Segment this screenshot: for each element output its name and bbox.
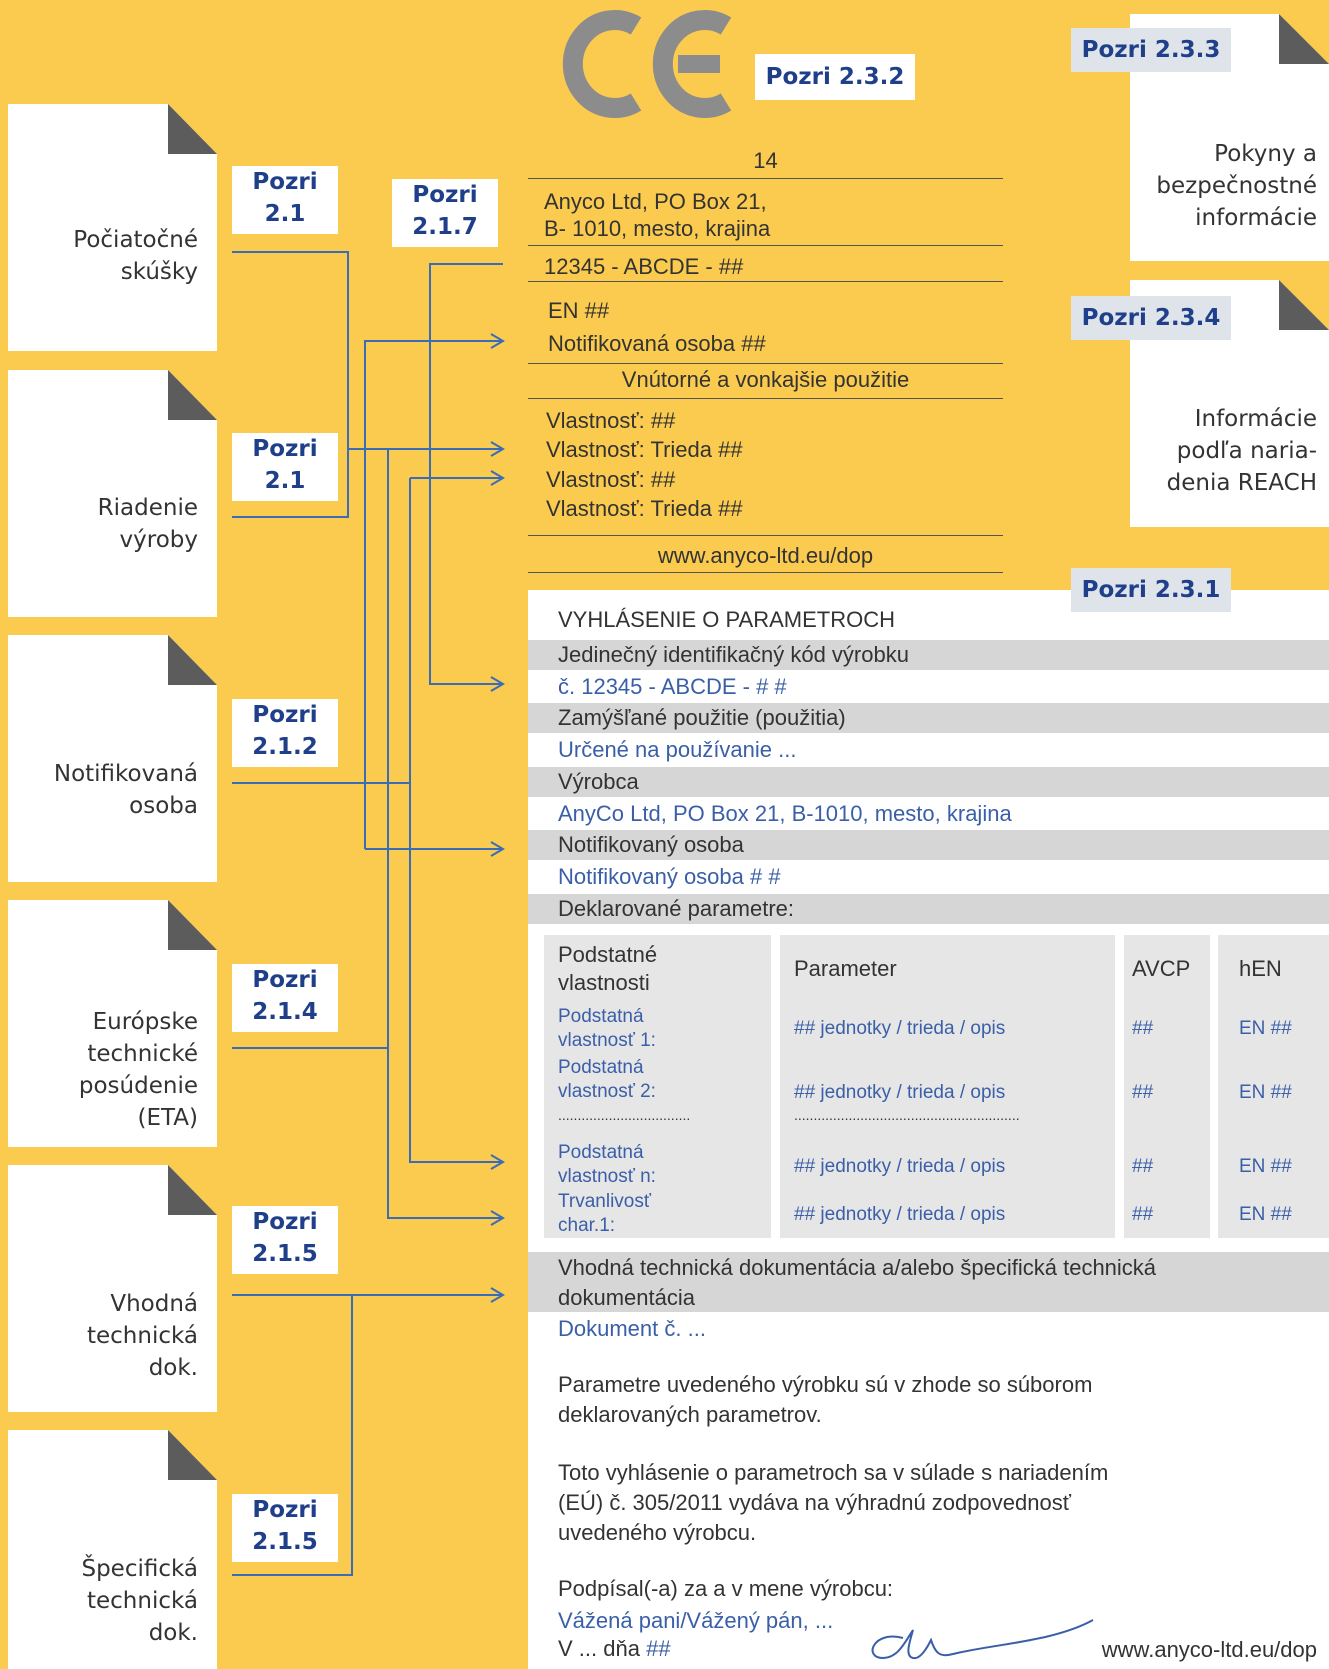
tag-2-1-5-b: Pozri 2.1.5 [232, 1494, 338, 1562]
tag-2-3-2: Pozri 2.3.2 [755, 54, 915, 100]
tag-2-1-4: Pozri 2.1.4 [232, 964, 338, 1032]
dop-signer: Vážená pani/Vážený pán, ... [558, 1608, 834, 1633]
divider [528, 572, 1003, 573]
row2-param: ## jednotky / trieda / opis [794, 1082, 1006, 1103]
dop-sec-declared: Deklarované parametre: [558, 896, 795, 921]
divider [528, 178, 1003, 179]
divider [528, 398, 1003, 399]
doc-label-eta: Európske technické posúdenie (ETA) [78, 1009, 198, 1131]
row2-hen: EN ## [1239, 1082, 1292, 1103]
dop-val-manufacturer: AnyCo Ltd, PO Box 21, B-1010, mesto, kra… [558, 801, 1012, 826]
doc-label-initial-tests: Počiatočné skúšky [73, 227, 198, 285]
tag-2-1-2: Pozri 2.1.2 [232, 699, 338, 767]
dop-sec-notified: Notifikovaný osoba [558, 832, 744, 857]
row4-char: Trvanlivosť char.1: [558, 1191, 651, 1236]
tag-2-3-4: Pozri 2.3.4 [1071, 296, 1231, 340]
section-band [528, 894, 1329, 924]
row1-hen: EN ## [1239, 1018, 1292, 1039]
ce-notified-body: Notifikovaná osoba ## [548, 331, 766, 356]
row2-char: Podstatná vlastnosť 2: [558, 1057, 656, 1102]
card-label-safety-info: Pokyny a bezpečnostné informácie [1156, 141, 1317, 231]
doc-label-production-control: Riadenie výroby [97, 495, 198, 553]
row1-char: Podstatná vlastnosť 1: [558, 1006, 656, 1051]
doc-label-specific-tech: Špecifická technická dok. [81, 1556, 198, 1646]
ce-product-code: 12345 - ABCDE - ## [544, 254, 744, 279]
ce-property-4: Vlastnosť: Trieda ## [546, 496, 743, 521]
divider [528, 245, 1003, 246]
th-parameter: Parameter [794, 956, 897, 981]
tag-2-3-1: Pozri 2.3.1 [1071, 568, 1231, 612]
doc-label-appropriate-tech: Vhodná technická dok. [86, 1291, 198, 1381]
ce-property-1: Vlastnosť: ## [546, 408, 676, 433]
th-hen: hEN [1239, 956, 1282, 981]
row1-param: ## jednotky / trieda / opis [794, 1018, 1006, 1039]
place-prefix: V ... dňa [558, 1636, 640, 1661]
card-label-reach-info: Informácie podľa naria- denia REACH [1166, 406, 1317, 496]
ce-address-line2: B- 1010, mesto, krajina [544, 216, 771, 241]
tag-2-1-b: Pozri 2.1 [232, 433, 338, 501]
row3-param: ## jednotky / trieda / opis [794, 1156, 1006, 1177]
ce-mark-logo [562, 10, 732, 118]
section-band [528, 640, 1329, 670]
row4-hen: EN ## [1239, 1204, 1292, 1225]
place-date: ## [646, 1636, 671, 1661]
dop-title: VYHLÁSENIE O PARAMETROCH [558, 607, 895, 632]
ce-property-3: Vlastnosť: ## [546, 467, 676, 492]
dop-sec-use: Zamýšľané použitie (použitia) [558, 705, 846, 730]
row3-avcp: ## [1132, 1156, 1154, 1177]
dop-para2: Toto vyhlásenie o parametroch sa v súlad… [558, 1460, 1109, 1545]
section-band [528, 703, 1329, 733]
dots-param: ........................................… [794, 1107, 1020, 1123]
dop-place: V ... dňa ## [558, 1635, 671, 1663]
row4-param: ## jednotky / trieda / opis [794, 1204, 1006, 1225]
ce-year: 14 [753, 148, 778, 173]
ce-url: www.anyco-ltd.eu/dop [657, 543, 874, 568]
divider [528, 363, 1003, 364]
dop-val-notified: Notifikovaný osoba # # [558, 864, 781, 889]
dop-sec-code: Jedinečný identifikačný kód výrobku [558, 642, 909, 667]
tag-2-1-a: Pozri 2.1 [232, 166, 338, 234]
dop-signed: Podpísal(-a) za a v mene výrobcu: [558, 1576, 894, 1601]
dop-val-docs: Dokument č. ... [558, 1316, 706, 1341]
section-band [528, 1252, 1329, 1312]
signature-image [871, 1619, 1094, 1660]
dop-para1: Parametre uvedeného výrobku sú v zhode s… [558, 1372, 1093, 1427]
dots-char: .................................. [558, 1107, 691, 1123]
ce-property-2: Vlastnosť: Trieda ## [546, 437, 743, 462]
ce-standard: EN ## [548, 298, 610, 323]
dop-sec-manufacturer: Výrobca [558, 769, 639, 794]
row3-char: Podstatná vlastnosť n: [558, 1142, 656, 1187]
row4-avcp: ## [1132, 1204, 1154, 1225]
dop-val-code: č. 12345 - ABCDE - # # [558, 674, 787, 699]
th-characteristics: Podstatné vlastnosti [558, 942, 658, 995]
tag-2-1-7: Pozri 2.1.7 [392, 179, 498, 247]
row3-hen: EN ## [1239, 1156, 1292, 1177]
dop-footer-url: www.anyco-ltd.eu/dop [1101, 1637, 1317, 1662]
tag-2-3-3: Pozri 2.3.3 [1071, 28, 1231, 72]
row1-avcp: ## [1132, 1018, 1154, 1039]
section-band [528, 767, 1329, 797]
row2-avcp: ## [1132, 1082, 1154, 1103]
ce-intended-use: Vnútorné a vonkajšie použitie [621, 367, 910, 392]
ce-address-line1: Anyco Ltd, PO Box 21, [544, 189, 767, 214]
dop-sec-docs: Vhodná technická dokumentácia a/alebo šp… [558, 1255, 1157, 1310]
divider [528, 281, 1003, 282]
th-avcp: AVCP [1132, 956, 1191, 981]
declaration-of-performance: VYHLÁSENIE O PARAMETROCH Jedinečný ident… [528, 590, 1329, 1669]
dop-val-use: Určené na používanie ... [558, 737, 797, 762]
doc-label-notified-body: Notifikovaná osoba [53, 761, 198, 819]
tag-2-1-5-a: Pozri 2.1.5 [232, 1206, 338, 1274]
section-band [528, 830, 1329, 860]
divider [528, 535, 1003, 536]
